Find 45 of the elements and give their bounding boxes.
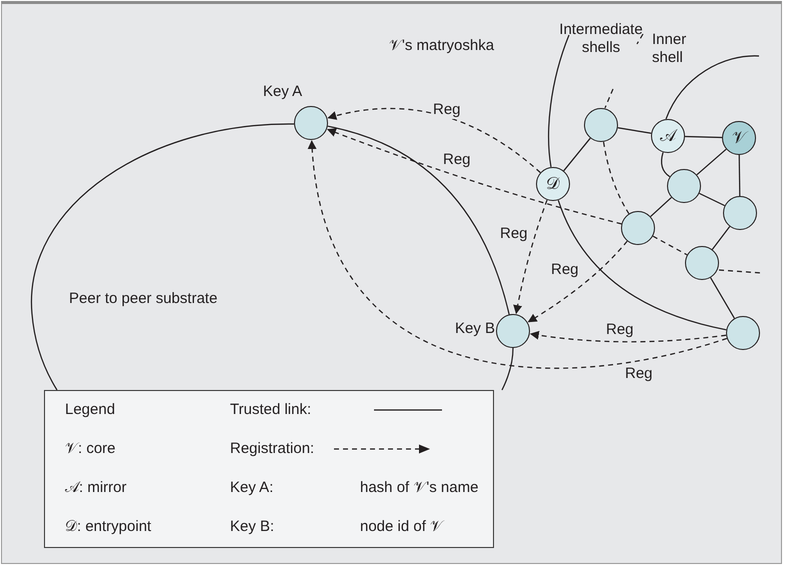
node-label: Key A [263,84,302,100]
node-symbol: 𝒟 [546,176,560,192]
link-line [602,142,630,214]
legend-text: hash of 𝒱's name [360,479,478,497]
legend-text: Trusted link: [230,401,312,419]
annotation-label: 𝒱's matryoshka [389,37,494,55]
node-symbol: 𝒱 [732,130,746,146]
node-label: Key B [455,321,496,338]
link-line [696,148,727,176]
legend-text: 𝒱: core [65,440,116,458]
link-line [652,236,688,256]
arrow [327,108,541,174]
edge-label: Reg [624,366,654,382]
link-line [699,192,725,206]
link-line [328,126,510,315]
annotation-label: Inner shell [652,31,688,67]
link-line [738,155,740,196]
legend-text: 𝒜: mirror [65,479,126,497]
legend-text: Registration: [230,440,314,458]
link-line [712,226,730,250]
legend-text: node id of 𝒱 [360,518,444,536]
arrow [530,330,726,342]
edge-label: Reg [432,102,462,118]
annotation-label: Intermediate shells [558,21,644,57]
link-line [558,200,726,330]
legend-text: Legend [65,401,116,419]
link-line [618,127,652,134]
link-line [650,197,672,217]
arrow [308,140,728,369]
link-line [660,152,670,178]
edge-label: Reg [442,152,472,168]
legend-text: 𝒟: entrypoint [65,518,152,536]
legend-text: Key A: [230,479,274,497]
edge-label: Reg [499,226,529,242]
annotation-label: Peer to peer substrate [69,290,218,308]
edge-label: Reg [550,262,580,278]
edge-label: Reg [605,322,635,338]
link-line [684,136,722,138]
link-line [710,277,735,319]
arrow [326,128,622,224]
link-line [563,138,591,172]
arrow [513,200,548,314]
legend-text: Key B: [230,518,274,536]
node-symbol: 𝒜 [660,128,676,144]
arrow [528,240,628,322]
